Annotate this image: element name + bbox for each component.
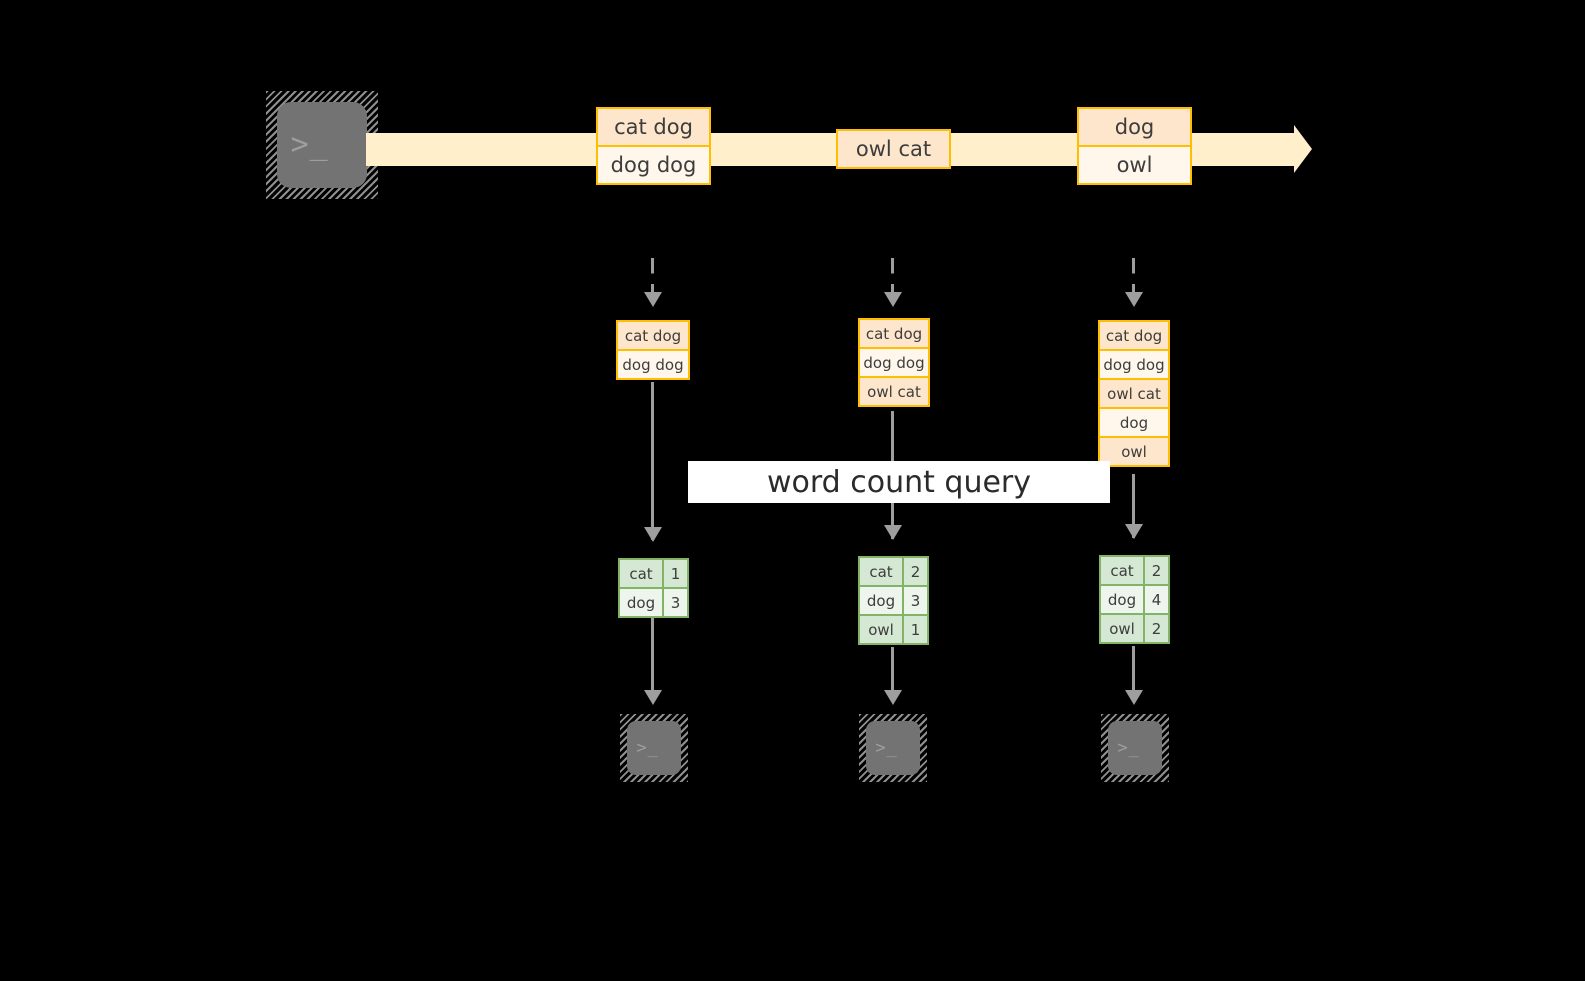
snapshot-2-input-row: dog dog	[858, 347, 930, 378]
snapshot-3-sink-terminal-icon: >_	[1101, 714, 1169, 782]
snapshot-2-trigger-line	[891, 258, 894, 294]
snapshot-3-query-line	[1132, 474, 1135, 538]
snapshot-1-sink-arrowhead	[644, 690, 662, 705]
snapshot-1-input-row: cat dog	[616, 320, 690, 351]
snapshot-2-input-row: owl cat	[858, 376, 930, 407]
table-row: owl 1	[858, 614, 929, 645]
table-row: owl 2	[1099, 613, 1170, 644]
stream-event-3-line-1: dog	[1077, 107, 1192, 147]
snapshot-2-query-arrowhead	[884, 525, 902, 540]
snapshot-1-sink-terminal-icon: >_	[620, 714, 688, 782]
result-word: cat	[858, 556, 904, 587]
stream-event-1-line-2: dog dog	[596, 145, 711, 185]
snapshot-3-input-row: owl cat	[1098, 378, 1170, 409]
snapshot-1-query-line	[651, 382, 654, 540]
snapshot-1-result-table: cat 1 dog 3	[618, 558, 689, 618]
snapshot-2-input-stack: cat dog dog dog owl cat	[858, 318, 930, 407]
snapshot-3-input-row: dog dog	[1098, 349, 1170, 380]
snapshot-1-input-stack: cat dog dog dog	[616, 320, 690, 380]
result-count: 3	[662, 587, 689, 618]
snapshot-2-sink-arrowhead	[884, 690, 902, 705]
snapshot-1-input-row: dog dog	[616, 349, 690, 380]
snapshot-3-trigger-line	[1132, 258, 1135, 294]
snapshot-3-trigger-arrowhead	[1125, 292, 1143, 307]
result-word: cat	[1099, 555, 1145, 586]
result-count: 2	[1143, 613, 1170, 644]
table-row: dog 3	[858, 585, 929, 616]
terminal-screen	[866, 721, 920, 775]
result-word: dog	[618, 587, 664, 618]
query-label: word count query	[688, 461, 1110, 503]
table-row: dog 4	[1099, 584, 1170, 615]
snapshot-3-input-row: dog	[1098, 407, 1170, 438]
terminal-prompt-glyph: >_	[1117, 737, 1140, 758]
snapshot-2-trigger-arrowhead	[884, 292, 902, 307]
result-count: 1	[662, 558, 689, 589]
snapshot-3-input-stack: cat dog dog dog owl cat dog owl	[1098, 320, 1170, 467]
snapshot-2-input-row: cat dog	[858, 318, 930, 349]
result-word: owl	[1099, 613, 1145, 644]
result-word: cat	[618, 558, 664, 589]
snapshot-3-query-arrowhead	[1125, 524, 1143, 539]
result-count: 3	[902, 585, 929, 616]
snapshot-1-query-arrowhead	[644, 527, 662, 542]
stream-event-1-line-1: cat dog	[596, 107, 711, 147]
snapshot-3-result-table: cat 2 dog 4 owl 2	[1099, 555, 1170, 644]
result-word: dog	[1099, 584, 1145, 615]
stream-event-3-line-2: owl	[1077, 145, 1192, 185]
snapshot-2-sink-line	[891, 647, 894, 697]
snapshot-2-result-table: cat 2 dog 3 owl 1	[858, 556, 929, 645]
table-row: dog 3	[618, 587, 689, 618]
snapshot-1-sink-line	[651, 618, 654, 696]
result-word: owl	[858, 614, 904, 645]
snapshot-3-sink-arrowhead	[1125, 690, 1143, 705]
table-row: cat 2	[858, 556, 929, 587]
terminal-screen	[277, 102, 367, 188]
stream-event-2-line-1: owl cat	[836, 129, 951, 169]
terminal-prompt-glyph: >_	[875, 737, 898, 758]
terminal-prompt-glyph: >_	[290, 127, 329, 162]
snapshot-1-trigger-arrowhead	[644, 292, 662, 307]
table-row: cat 2	[1099, 555, 1170, 586]
terminal-prompt-glyph: >_	[636, 737, 659, 758]
result-count: 4	[1143, 584, 1170, 615]
result-count: 1	[902, 614, 929, 645]
terminal-screen	[1108, 721, 1162, 775]
result-count: 2	[902, 556, 929, 587]
result-word: dog	[858, 585, 904, 616]
stream-arrowhead	[1294, 125, 1312, 173]
snapshot-1-trigger-line	[651, 258, 654, 294]
snapshot-3-sink-line	[1132, 646, 1135, 697]
snapshot-2-sink-terminal-icon: >_	[859, 714, 927, 782]
snapshot-3-input-row: cat dog	[1098, 320, 1170, 351]
source-terminal-icon: >_	[266, 91, 378, 199]
terminal-screen	[627, 721, 681, 775]
table-row: cat 1	[618, 558, 689, 589]
result-count: 2	[1143, 555, 1170, 586]
snapshot-3-input-row: owl	[1098, 436, 1170, 467]
